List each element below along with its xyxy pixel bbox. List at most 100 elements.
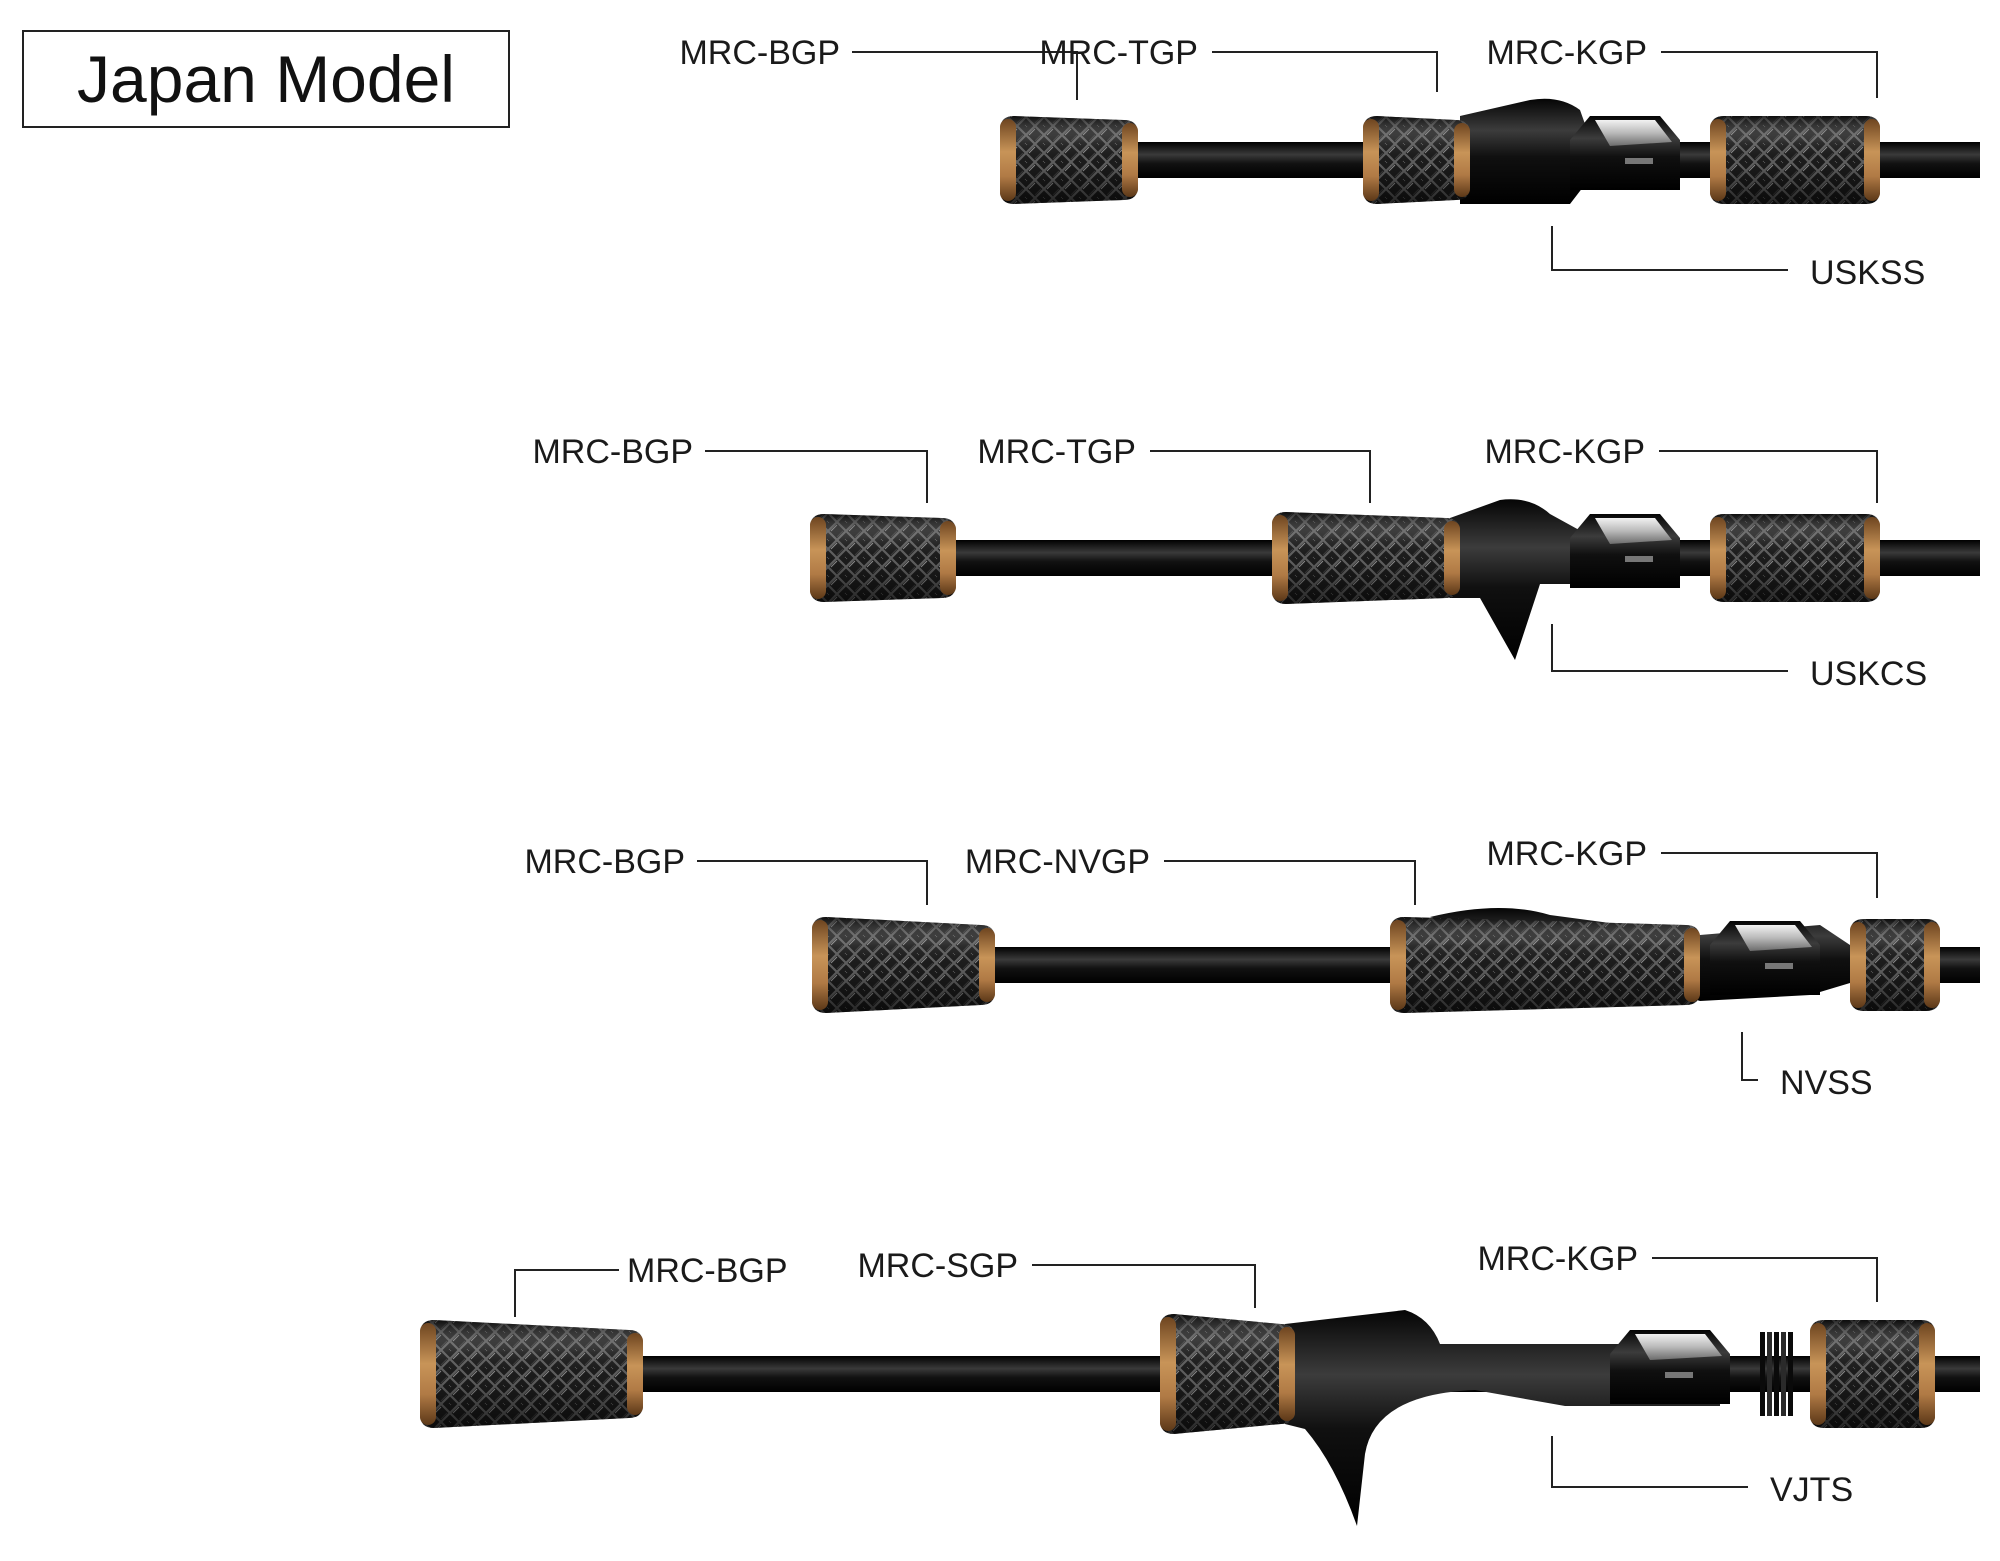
cork-cap-left [1850,922,1866,1008]
rear-grip [1000,116,1138,204]
grip-shading [420,1320,643,1428]
label-front-grip: MRC-SGP [857,1247,1018,1285]
rear-grip [420,1320,643,1428]
label-rear-grip: MRC-BGP [679,34,840,72]
hood-badge [1765,963,1793,969]
grip-shading [1272,512,1460,604]
leader-line [705,450,928,503]
grip-shading [1160,1314,1295,1434]
rear-grip [812,917,995,1013]
hood-badge [1625,556,1653,562]
reel-hood [1570,116,1680,190]
leader-line [1551,1436,1748,1488]
label-reel-seat: USKCS [1810,655,1927,693]
label-reel-seat: VJTS [1770,1471,1853,1509]
cork-cap-right [1454,123,1470,197]
grip-shading [810,514,956,602]
label-rear-grip: MRC-BGP [532,433,693,471]
lock-nut-ring [1781,1332,1786,1416]
front-grip [1390,917,1700,1013]
reel-hood [1710,921,1820,995]
cork-cap-left [812,920,828,1010]
page-title: Japan Model [77,42,455,116]
cork-cap-right [1279,1327,1295,1421]
reel-hood [1610,1330,1730,1404]
grip-shading [1390,917,1700,1013]
lock-nut-ring [1760,1332,1765,1416]
label-top-grip: MRC-KGP [1486,835,1647,873]
label-reel-seat: NVSS [1780,1064,1873,1102]
label-top-grip: MRC-KGP [1486,34,1647,72]
grip-shading [1810,1320,1935,1428]
cork-cap-left [810,517,826,599]
leader-line [1741,1032,1758,1081]
hood-chrome [1735,925,1812,951]
label-top-grip: MRC-KGP [1484,433,1645,471]
cork-cap-right [1684,928,1700,1002]
cork-cap-right [979,928,995,1002]
front-grip [1363,116,1470,204]
cork-cap-left [1000,119,1016,201]
cork-cap-left [1363,119,1379,201]
leader-line [1164,860,1416,905]
leader-line [697,860,928,905]
label-rear-grip: MRC-BGP [524,843,685,881]
rod-assembly-1: MRC-BGP MRC-TGP MRC-KGP USKSS [679,34,1980,292]
hood-badge [1625,158,1653,164]
reel-seat-body [1460,98,1590,204]
leader-line [1652,1257,1878,1302]
labels: MRC-BGP MRC-NVGP MRC-KGP NVSS [524,835,1878,1102]
cork-cap-right [1924,922,1940,1008]
front-grip [1160,1314,1295,1434]
cork-cap-left [1710,517,1726,599]
leader-line [1551,624,1788,672]
grip-shading [1363,116,1470,204]
leader-line [1032,1264,1256,1308]
leader-line [1551,226,1788,271]
cork-cap-left [1272,515,1288,601]
cork-cap-right [627,1333,643,1415]
hood-chrome [1595,120,1672,146]
grip-shading [1850,919,1940,1011]
top-grip [1810,1320,1935,1428]
top-grip [1710,514,1880,602]
leader-line [1150,450,1371,503]
hood-chrome [1635,1334,1722,1360]
reel-seat-body [1450,499,1590,660]
cork-cap-right [1864,119,1880,201]
lock-nut-ring [1788,1332,1793,1416]
cork-cap-left [420,1323,436,1425]
cork-cap-left [1390,920,1406,1010]
rear-grip [810,514,956,602]
hood-badge [1665,1372,1693,1378]
cork-cap-left [1710,119,1726,201]
cork-cap-right [1122,123,1138,197]
label-front-grip: MRC-TGP [1039,34,1198,72]
leader-line [1212,51,1438,92]
grip-shading [1000,116,1138,204]
rod-assembly-3: MRC-BGP MRC-NVGP MRC-KGP NVSS [524,835,1980,1102]
label-rear-grip: MRC-BGP [627,1252,788,1290]
top-grip [1710,116,1880,204]
labels: MRC-BGP MRC-TGP MRC-KGP USKSS [679,34,1925,292]
lock-nut-ring [1767,1332,1772,1416]
leader-line [852,51,1078,100]
label-reel-seat: USKSS [1810,254,1925,292]
grip-shading [812,917,995,1013]
rod-assembly-2: MRC-BGP MRC-TGP MRC-KGP USKCS [532,433,1980,693]
leader-line [514,1269,619,1317]
cork-cap-right [940,521,956,595]
label-front-grip: MRC-NVGP [965,843,1150,881]
cork-cap-right [1864,517,1880,599]
label-front-grip: MRC-TGP [977,433,1136,471]
cork-cap-right [1919,1323,1935,1425]
grip-shading [1710,116,1880,204]
cork-cap-right [1444,521,1460,595]
hood-chrome [1595,518,1672,544]
leader-line [1661,51,1878,98]
front-grip [1272,512,1460,604]
top-grip [1850,919,1940,1011]
